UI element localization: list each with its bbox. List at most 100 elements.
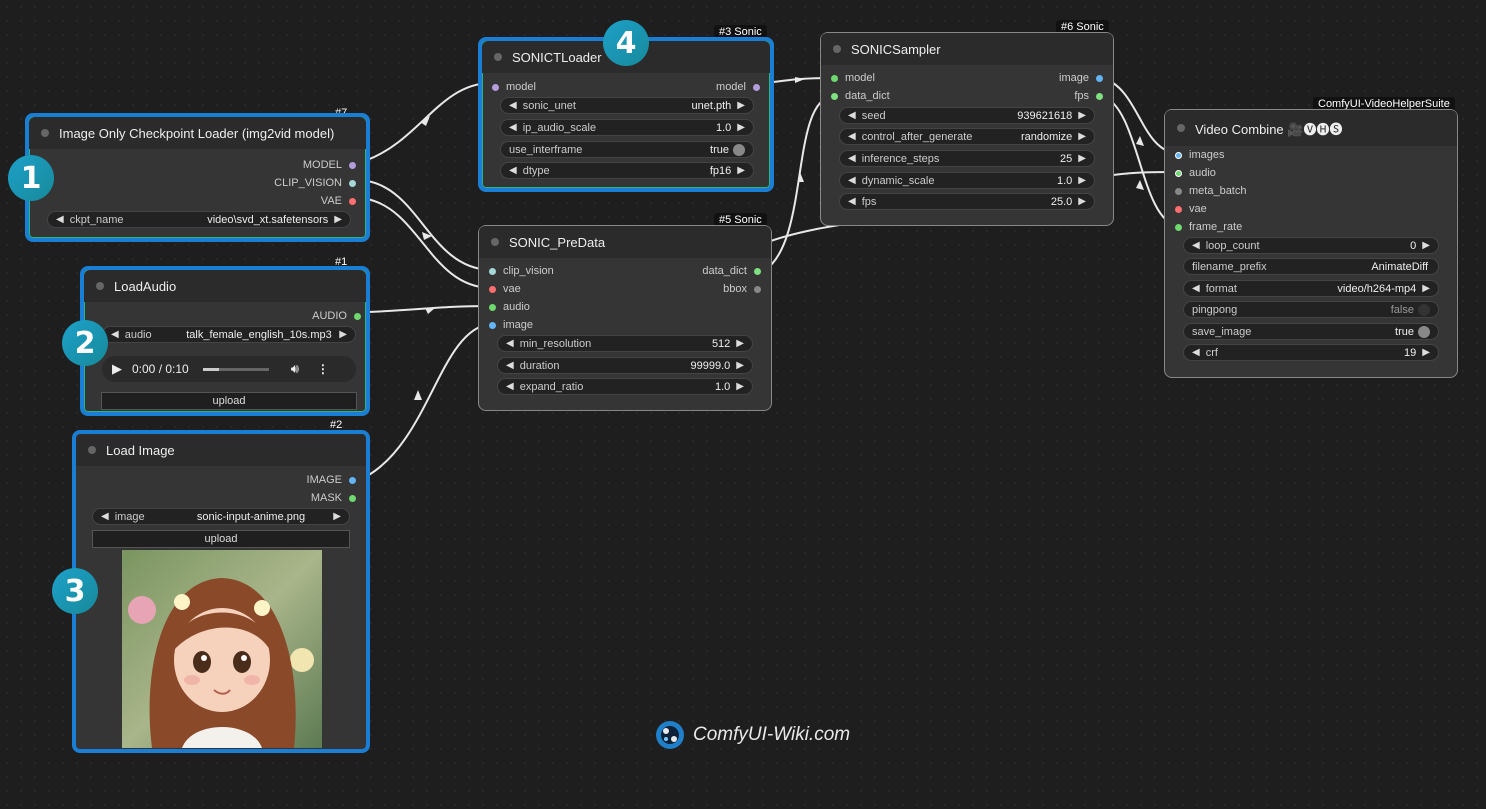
output-fps[interactable]: fps <box>1074 88 1103 104</box>
widget-dynamic-scale[interactable]: ◀ dynamic_scale 1.0 ▶ <box>839 172 1095 189</box>
input-vae[interactable]: vae <box>1175 201 1207 217</box>
widget-ip-audio-scale[interactable]: ◀ ip_audio_scale 1.0 ▶ <box>500 119 754 136</box>
input-audio[interactable]: audio <box>1175 165 1216 181</box>
output-image[interactable]: image <box>1059 70 1103 86</box>
collapse-dot-icon[interactable] <box>88 446 96 454</box>
output-bbox[interactable]: bbox <box>723 281 761 297</box>
output-data-dict[interactable]: data_dict <box>702 263 761 279</box>
arrow-left-icon[interactable]: ◀ <box>506 381 514 392</box>
node-header[interactable]: Video Combine 🎥🅥🅗🅢 <box>1165 110 1457 146</box>
pin-icon[interactable] <box>1175 169 1182 177</box>
pin-icon[interactable] <box>349 179 356 187</box>
arrow-right-icon[interactable]: ▶ <box>1422 347 1430 358</box>
arrow-left-icon[interactable]: ◀ <box>848 196 856 207</box>
more-options-icon[interactable]: ⋮ <box>316 362 329 376</box>
input-data-dict[interactable]: data_dict <box>831 88 890 104</box>
collapse-dot-icon[interactable] <box>491 238 499 246</box>
pin-icon[interactable] <box>754 285 761 293</box>
arrow-left-icon[interactable]: ◀ <box>509 100 517 111</box>
output-vae[interactable]: VAE <box>321 193 356 209</box>
arrow-left-icon[interactable]: ◀ <box>506 338 514 349</box>
pin-icon[interactable] <box>1175 205 1182 213</box>
arrow-left-icon[interactable]: ◀ <box>848 110 856 121</box>
arrow-left-icon[interactable]: ◀ <box>848 175 856 186</box>
widget-format[interactable]: ◀ format video/h264-mp4 ▶ <box>1183 280 1439 297</box>
node-header[interactable]: Load Image <box>76 434 366 466</box>
output-mask[interactable]: MASK <box>311 490 356 506</box>
toggle-on-icon[interactable] <box>733 143 745 156</box>
output-model[interactable]: model <box>716 79 760 95</box>
arrow-left-icon[interactable]: ◀ <box>56 214 64 225</box>
pin-icon[interactable] <box>489 267 496 275</box>
arrow-right-icon[interactable]: ▶ <box>737 100 745 111</box>
pin-icon[interactable] <box>489 303 496 311</box>
pin-icon[interactable] <box>349 161 356 169</box>
collapse-dot-icon[interactable] <box>833 45 841 53</box>
collapse-dot-icon[interactable] <box>494 53 502 61</box>
output-model[interactable]: MODEL <box>303 157 356 173</box>
input-frame-rate[interactable]: frame_rate <box>1175 219 1242 235</box>
pin-icon[interactable] <box>489 285 496 293</box>
widget-control-after-generate[interactable]: ◀ control_after_generate randomize ▶ <box>839 128 1095 145</box>
arrow-right-icon[interactable]: ▶ <box>737 165 745 176</box>
widget-filename-prefix[interactable]: filename_prefix AnimateDiff <box>1183 258 1439 275</box>
node-checkpoint-loader[interactable]: Image Only Checkpoint Loader (img2vid mo… <box>25 113 370 242</box>
arrow-right-icon[interactable]: ▶ <box>1078 196 1086 207</box>
arrow-right-icon[interactable]: ▶ <box>736 381 744 392</box>
arrow-left-icon[interactable]: ◀ <box>509 165 517 176</box>
widget-audio-file[interactable]: ◀ audio talk_female_english_10s.mp3 ▶ <box>102 326 356 343</box>
input-model[interactable]: model <box>831 70 875 86</box>
pin-icon[interactable] <box>489 321 496 329</box>
arrow-right-icon[interactable]: ▶ <box>1078 153 1086 164</box>
toggle-off-icon[interactable] <box>1418 303 1430 316</box>
input-audio[interactable]: audio <box>489 299 530 315</box>
collapse-dot-icon[interactable] <box>41 129 49 137</box>
node-sonic-sampler[interactable]: SONICSampler model data_dict image fps ◀… <box>820 32 1114 226</box>
widget-ckpt-name[interactable]: ◀ ckpt_name video\svd_xt.safetensors ▶ <box>47 211 351 228</box>
node-load-audio[interactable]: LoadAudio AUDIO ◀ audio talk_female_engl… <box>80 266 370 416</box>
pin-icon[interactable] <box>831 74 838 82</box>
widget-duration[interactable]: ◀ duration 99999.0 ▶ <box>497 357 753 374</box>
toggle-on-icon[interactable] <box>1418 325 1430 338</box>
widget-use-interframe[interactable]: use_interframe true <box>500 141 754 158</box>
arrow-right-icon[interactable]: ▶ <box>1078 110 1086 121</box>
arrow-right-icon[interactable]: ▶ <box>1078 175 1086 186</box>
pin-icon[interactable] <box>349 476 356 484</box>
arrow-right-icon[interactable]: ▶ <box>1078 131 1086 142</box>
widget-pingpong[interactable]: pingpong false <box>1183 301 1439 318</box>
input-images[interactable]: images <box>1175 147 1224 163</box>
seek-bar[interactable] <box>202 367 269 371</box>
widget-sonic-unet[interactable]: ◀ sonic_unet unet.pth ▶ <box>500 97 754 114</box>
upload-button[interactable]: upload <box>92 530 350 548</box>
pin-icon[interactable] <box>354 312 361 320</box>
input-clip-vision[interactable]: clip_vision <box>489 263 554 279</box>
arrow-left-icon[interactable]: ◀ <box>1192 283 1200 294</box>
pin-icon[interactable] <box>1175 187 1182 195</box>
node-header[interactable]: Image Only Checkpoint Loader (img2vid mo… <box>29 117 366 149</box>
output-audio[interactable]: AUDIO <box>312 308 361 324</box>
arrow-right-icon[interactable]: ▶ <box>736 360 744 371</box>
pin-icon[interactable] <box>1096 74 1103 82</box>
node-header[interactable]: SONIC_PreData <box>479 226 771 258</box>
arrow-right-icon[interactable]: ▶ <box>1422 240 1430 251</box>
arrow-left-icon[interactable]: ◀ <box>848 131 856 142</box>
node-header[interactable]: SONICSampler <box>821 33 1113 65</box>
audio-player[interactable]: ▶ 0:00 / 0:10 🔊︎ ⋮ <box>102 356 356 382</box>
node-load-image[interactable]: Load Image IMAGE MASK ◀ image sonic-inpu… <box>72 430 370 753</box>
arrow-right-icon[interactable]: ▶ <box>737 122 745 133</box>
output-image[interactable]: IMAGE <box>307 472 356 488</box>
widget-dtype[interactable]: ◀ dtype fp16 ▶ <box>500 162 754 179</box>
input-meta-batch[interactable]: meta_batch <box>1175 183 1246 199</box>
widget-expand-ratio[interactable]: ◀ expand_ratio 1.0 ▶ <box>497 378 753 395</box>
arrow-left-icon[interactable]: ◀ <box>111 329 119 340</box>
pin-icon[interactable] <box>492 83 499 91</box>
node-header[interactable]: LoadAudio <box>84 270 366 302</box>
volume-icon[interactable]: 🔊︎ <box>290 361 299 376</box>
input-image[interactable]: image <box>489 317 533 333</box>
widget-crf[interactable]: ◀ crf 19 ▶ <box>1183 344 1439 361</box>
widget-loop-count[interactable]: ◀ loop_count 0 ▶ <box>1183 237 1439 254</box>
collapse-dot-icon[interactable] <box>96 282 104 290</box>
widget-seed[interactable]: ◀ seed 939621618 ▶ <box>839 107 1095 124</box>
arrow-right-icon[interactable]: ▶ <box>333 511 341 522</box>
pin-icon[interactable] <box>1096 92 1103 100</box>
